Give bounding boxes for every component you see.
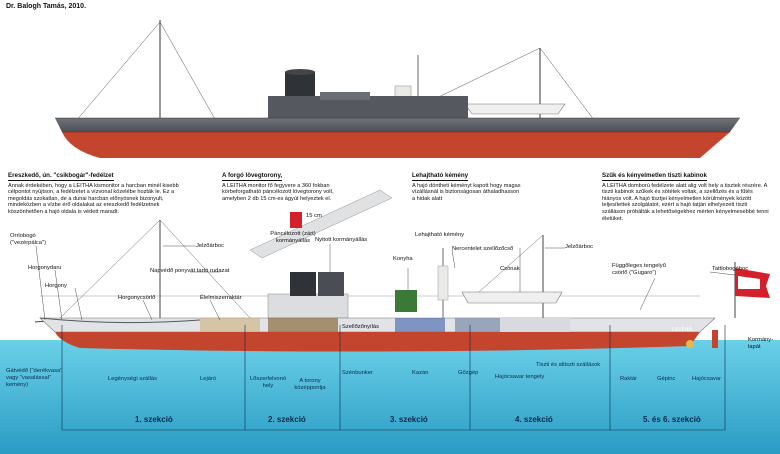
label-prop-shaft: Hajócsavar tengely bbox=[495, 374, 545, 380]
side-elevation-view bbox=[55, 20, 740, 158]
label-vent-opening: Szellőzőnyílás bbox=[342, 324, 380, 330]
label-food-store: Élelmiszerraktár bbox=[200, 295, 242, 301]
caption-turret: A forgó lövegtorony, A LEITHA monitor fő… bbox=[222, 172, 340, 202]
caption-cabins-text: A LEITHA domború fedélzete alatt alig vo… bbox=[602, 182, 769, 222]
caption-deck-text: Annak érdekében, hogy a LEITHA kismonito… bbox=[8, 182, 179, 215]
caption-funnel-title: Lehajtható kémény bbox=[412, 172, 469, 181]
caption-cabins-title: Szűk és kényelmetlen tiszti kabinok bbox=[602, 172, 707, 181]
label-propeller: Hajócsavar bbox=[692, 376, 721, 382]
cutaway-view bbox=[34, 219, 770, 431]
label-rudder: Kormány-lapát bbox=[748, 337, 774, 350]
label-hull-name: LEITHA bbox=[672, 327, 693, 333]
label-capstan: Függőleges tengelyű csörlő ("Gugaro") bbox=[612, 263, 666, 276]
lifeboat bbox=[461, 291, 563, 304]
label-armored-conning: Páncélozott (zárt) kormányállás bbox=[270, 231, 316, 244]
label-ram: Gátvédő ("derékvasa" vagy "vasalással" k… bbox=[6, 368, 63, 388]
author-credit: Dr. Balogh Tamás, 2010. bbox=[6, 3, 87, 10]
section-2: 2. szekció bbox=[268, 415, 306, 424]
label-anchor: Horgony bbox=[45, 283, 67, 289]
label-open-bridge: Nyitott kormányállás bbox=[315, 237, 368, 243]
label-funnel: Lehajtható kémény bbox=[415, 232, 464, 238]
section-5-6: 5. és 6. szekció bbox=[643, 415, 701, 424]
water bbox=[0, 340, 780, 454]
label-anchor-crane: Horgonydaru bbox=[28, 265, 62, 271]
label-galley: Konyha bbox=[393, 256, 413, 262]
label-signal-mast-2: Jelzőárboc bbox=[565, 244, 594, 250]
label-bow-flag: Orrlobogó bbox=[10, 233, 36, 239]
turret-inset bbox=[249, 189, 393, 259]
caption-deck: Ereszkedő, ún. "csikbogár"-fedélzet Anna… bbox=[8, 172, 183, 216]
label-signal-mast-1: Jelzőárboc bbox=[196, 243, 225, 249]
section-1: 1. szekció bbox=[135, 415, 173, 424]
caption-cabins: Szűk és kényelmetlen tiszti kabinok A LE… bbox=[602, 172, 772, 222]
label-bow-flag-2: ("vezérpálca") bbox=[10, 240, 47, 246]
label-ventilator: Nercentelet szellőzőcső bbox=[452, 246, 514, 252]
caption-funnel: Lehajtható kémény A hajó döntheti kémény… bbox=[412, 172, 522, 202]
caption-turret-text: A LEITHA monitor fő fegyvere a 360 fokba… bbox=[222, 182, 334, 202]
label-engine-room-2: Gépinc bbox=[657, 376, 676, 382]
label-boat: Csónak bbox=[500, 266, 520, 272]
caption-turret-title: A forgó lövegtorony, bbox=[222, 172, 283, 181]
label-gun: 15 cm bbox=[306, 213, 322, 219]
label-ammo-hoist: Lőszerfelvonó hely bbox=[249, 376, 287, 389]
section-3: 3. szekció bbox=[390, 415, 428, 424]
label-store: Raktár bbox=[620, 376, 638, 382]
label-officers: Tiszti és altiszti szállások bbox=[536, 362, 601, 368]
label-anchor-winch: Horgonycsörlő bbox=[118, 295, 156, 301]
label-awning-rods: Napvédő ponyvát tartó rudazat bbox=[150, 268, 230, 274]
label-ladder: Lejáró bbox=[200, 376, 217, 382]
label-coal-bunker: Szénbunker bbox=[342, 370, 373, 376]
section-4: 4. szekció bbox=[515, 415, 553, 424]
caption-deck-title: Ereszkedő, ún. "csikbogár"-fedélzet bbox=[8, 172, 114, 181]
label-steam-engine: Gőzgép bbox=[458, 370, 479, 376]
label-turret-center: A torony középpontja bbox=[294, 378, 326, 391]
label-boiler: Kazán bbox=[412, 370, 429, 376]
caption-funnel-text: A hajó döntheti kéményt kapott hogy maga… bbox=[412, 182, 521, 202]
label-stern-flag: Tattlobogóboc bbox=[712, 266, 749, 272]
label-crew-quarters: Legénységi szállás bbox=[108, 376, 157, 382]
